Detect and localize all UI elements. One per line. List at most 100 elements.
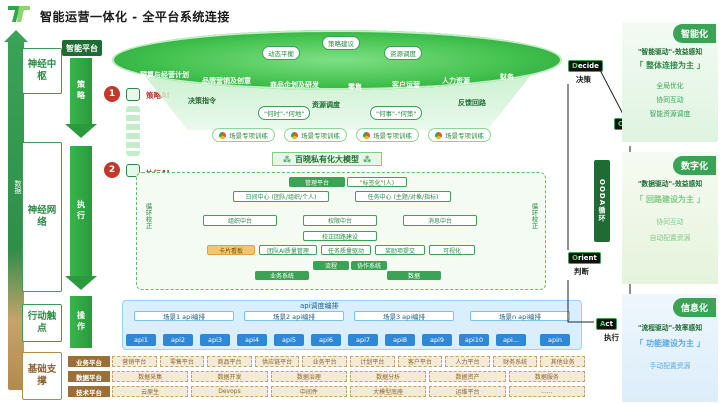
api-btn-8[interactable]: api8 <box>385 334 415 346</box>
ooda-act-cn: 执行 <box>604 333 619 342</box>
api-btn-more[interactable]: api... <box>496 334 526 346</box>
api-btn-10[interactable]: api10 <box>459 334 489 346</box>
api-btn-1[interactable]: api1 <box>126 334 156 346</box>
info-line-1: "流程驱动"-效率感知 <box>637 324 703 332</box>
robot-icon <box>126 88 140 101</box>
scene-icon <box>363 131 370 139</box>
biz-system: 业务系统 <box>255 271 309 280</box>
model-title-text: 百晓私有化大模型 <box>295 154 359 164</box>
private-model-title: ⁂百晓私有化大模型⁂ <box>272 152 382 166</box>
app-center: 日间中心 (团队/组织/个人) <box>233 191 329 202</box>
strategy-arrow-icon <box>65 124 97 138</box>
ring-item-finance: 财务 <box>500 73 514 81</box>
api-btn-2[interactable]: api2 <box>163 334 193 346</box>
info-line-3: 手动配置资源 <box>649 362 691 370</box>
ring-item-budget: 预算与经营计划 <box>140 71 189 79</box>
ring-item-retail: 零售 <box>348 83 362 91</box>
decision-command: 决策指令 <box>188 97 216 105</box>
loop-right-label: 循环校正 <box>530 203 538 229</box>
ooda-letter: O <box>618 120 624 128</box>
api-btn-6[interactable]: api6 <box>311 334 341 346</box>
intel-line-1: "智能驱动"-效益感知 <box>637 48 703 56</box>
loop-left-label: 循环校正 <box>144 203 152 229</box>
ring-item-customer: 客户运营 <box>392 81 420 89</box>
foundation-cell: ...... <box>508 386 585 397</box>
foundation-cell: 数据分析 <box>350 371 427 382</box>
data-flow-arrow <box>4 30 28 390</box>
api-group-2: 场景2 api编排 <box>244 311 344 321</box>
strategy-ai-label: 策略AI <box>146 91 170 100</box>
digital-line-3: 协同互动 <box>656 218 684 226</box>
ai-stack-icon <box>126 106 140 156</box>
logo-icon <box>8 6 30 22</box>
foundation-cell: 数据服务 <box>508 371 585 382</box>
api-btn-3[interactable]: api3 <box>200 334 230 346</box>
api-title: api调度编排 <box>300 302 339 310</box>
ooda-decide-cn: 决策 <box>576 75 591 84</box>
foundation-cell: 其他业务 <box>540 356 585 367</box>
step-one-badge: 1 <box>104 86 120 102</box>
zone-action-touchpoint: 行动触点 <box>22 304 62 342</box>
msg-platform: 消息中台 <box>403 215 477 226</box>
training-pill-4: 场景专项训练 <box>428 128 491 142</box>
foundation-cell: 数据采集 <box>112 371 189 382</box>
collab-node: 协作系统 <box>351 261 387 270</box>
foundation-cell: 业务平台 <box>302 356 347 367</box>
strategy-bar: 策略 <box>70 58 92 124</box>
foundation-cell: 零售平台 <box>159 356 205 367</box>
training-label: 场景专项训练 <box>373 132 412 140</box>
operate-bar: 操作 <box>70 296 92 348</box>
training-label: 场景专项训练 <box>301 132 340 140</box>
foundation-cell: 运维平台 <box>429 386 506 397</box>
row-label-tech: 技术平台 <box>68 386 110 397</box>
api-btn-7[interactable]: api7 <box>348 334 378 346</box>
tag-reward: 奖励项提交 <box>375 245 425 255</box>
panel-intelligent: 智能化 "智能驱动"-效益感知 「 整体连接为主 」 全局优化 协同互动 智能资… <box>622 22 718 142</box>
resource-dispatch: 资源调度 <box>312 101 340 109</box>
ooda-core: OODA循环 <box>594 160 610 242</box>
foundation-cell: 供应链平台 <box>254 356 300 367</box>
training-pill-1: 场景专项训练 <box>212 128 275 142</box>
foundation-cell: 大模型底座 <box>350 386 427 397</box>
ring-item-hr: 人力资源 <box>442 77 470 85</box>
foundation-cell: 云原生 <box>112 386 189 397</box>
verify-loop: 校正回路建设 <box>303 231 377 241</box>
info-line-2: 「 功能建设为主 」 <box>635 339 705 348</box>
panel-title-intelligent: 智能化 <box>672 24 716 43</box>
top-tag-strategy: 策略建议 <box>322 36 360 50</box>
foundation-cell: 计划平台 <box>350 356 395 367</box>
ooda-word: rient <box>577 254 597 262</box>
ring-item-product: 商品企划及研发 <box>270 81 319 89</box>
foundation-cell: 人力平台 <box>445 356 490 367</box>
api-btn-5[interactable]: api5 <box>274 334 304 346</box>
what-strategy-tag: "何事"-"何策" <box>370 106 423 120</box>
foundation-cell: 营销平台 <box>112 356 157 367</box>
feedback-loop: 反馈回路 <box>458 99 486 107</box>
perm-platform: 权限中台 <box>303 215 377 226</box>
api-btn-4[interactable]: api4 <box>237 334 267 346</box>
foundation-cell: 数据治理 <box>270 371 347 382</box>
when-where-tag: "何时"-"何地" <box>258 106 311 120</box>
intel-line-3: 全局优化 <box>656 82 684 90</box>
zone-foundation: 基础支撑 <box>22 352 62 400</box>
execution-framework: 循环校正 循环校正 管理平台 "标签化"(人) 日间中心 (团队/组织/个人) … <box>136 172 546 290</box>
ooda-word: ecide <box>577 62 599 70</box>
ooda-act: Act <box>596 318 617 330</box>
ooda-letter: O <box>572 254 578 262</box>
page-title: 智能运营一体化 - 全平台系统连接 <box>40 10 230 24</box>
tag-task-quality: 任务质量驱动 <box>321 245 371 255</box>
model-icon: ⁂ <box>282 154 291 164</box>
scene-icon <box>435 131 442 139</box>
ooda-letter: D <box>572 62 578 70</box>
api-btn-n[interactable]: apin <box>540 334 570 346</box>
smart-platform: 智能平台 <box>62 40 102 56</box>
panel-digital: 数字化 "数据驱动"-效益感知 「 回路建设为主 」 协同互动 自动配置资源 <box>622 152 718 284</box>
step-two-badge: 2 <box>104 162 120 178</box>
api-btn-9[interactable]: api9 <box>422 334 452 346</box>
org-platform: 组织中台 <box>203 215 277 226</box>
zone-neural-network: 神经网络 <box>22 142 62 292</box>
label-person: "标签化"(人) <box>347 177 407 187</box>
tag-card-board: 卡片看板 <box>207 245 255 255</box>
row-label-data: 数据平台 <box>68 371 110 382</box>
tag-team-ai: 团队AI质量管理 <box>259 245 317 255</box>
